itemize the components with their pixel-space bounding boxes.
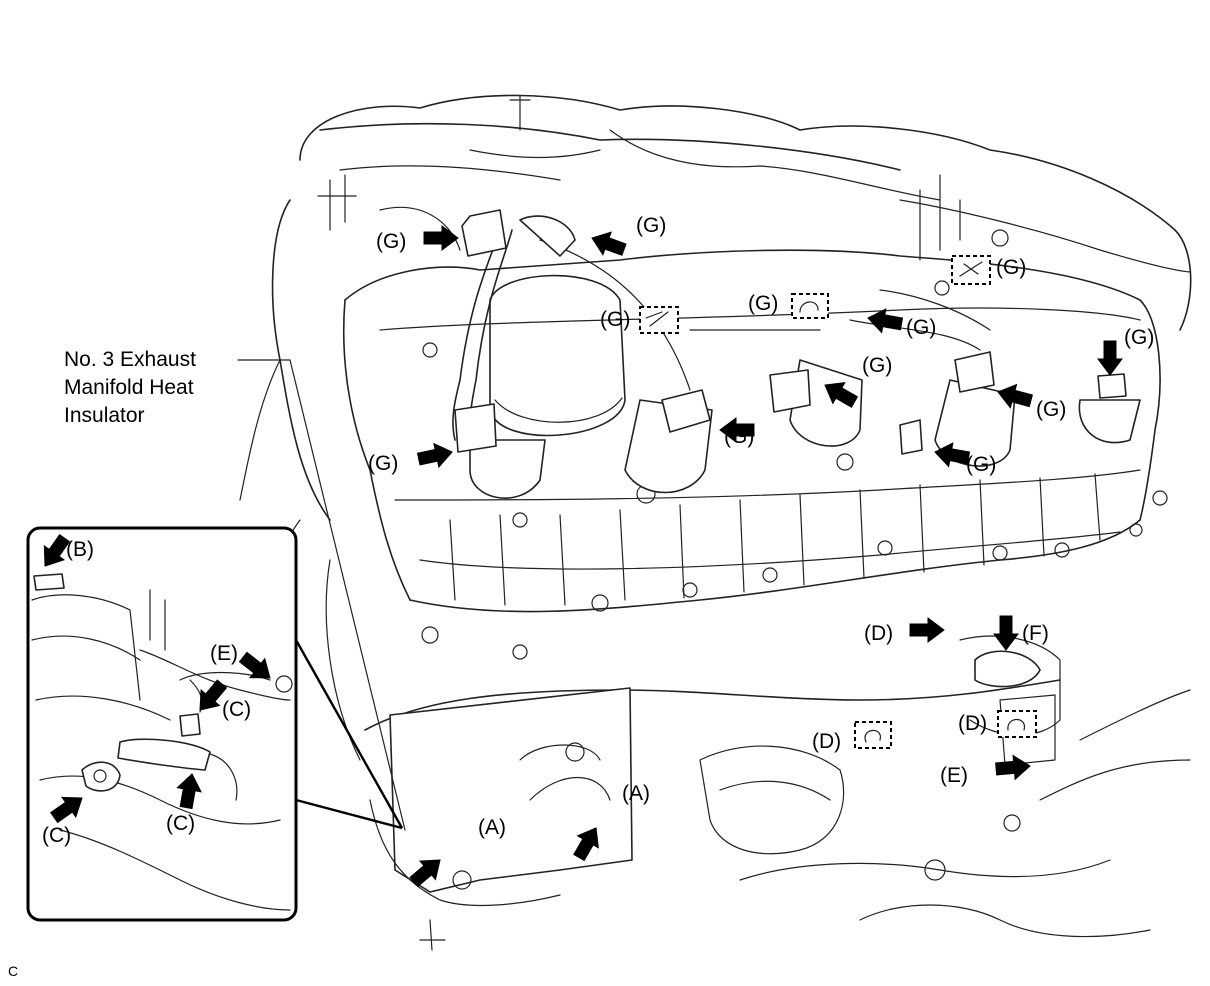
- callout-g-label: (G): [1124, 326, 1154, 349]
- callout-labels: (G) (G) (G) (G) (G) (G) (G) (G) (G) (G) …: [42, 214, 1154, 847]
- callout-g-label: (G): [966, 453, 996, 476]
- callout-g-label: (G): [906, 316, 936, 339]
- callout-d-label: (D): [958, 712, 987, 735]
- callout-g-label: (G): [724, 425, 754, 448]
- callout-c-label: (C): [166, 812, 195, 835]
- dashed-clip-boxes: [639, 255, 1037, 749]
- callout-a-label: (A): [622, 782, 650, 805]
- part-label-line-3: Insulator: [64, 404, 145, 427]
- callout-a-label: (A): [478, 816, 506, 839]
- callout-f-label: (F): [1022, 622, 1049, 645]
- callout-c-label: (C): [222, 698, 251, 721]
- callout-g-label: (G): [748, 292, 778, 315]
- callout-g-label: (G): [996, 256, 1026, 279]
- callout-g-label: (G): [600, 308, 630, 331]
- engine-line-art: [237, 94, 1192, 951]
- callout-g-label: (G): [862, 354, 892, 377]
- callout-g-label: (G): [368, 452, 398, 475]
- part-label-line-2: Manifold Heat: [64, 376, 194, 399]
- callout-g-label: (G): [636, 214, 666, 237]
- callout-d-label: (D): [864, 622, 893, 645]
- callout-g-label: (G): [1036, 398, 1066, 421]
- figure-code: C: [8, 963, 18, 979]
- callout-d-label: (D): [812, 730, 841, 753]
- callout-b-label: (B): [66, 538, 94, 561]
- callout-g-label: (G): [376, 230, 406, 253]
- part-name-caption: No. 3 Exhaust Manifold Heat Insulator: [64, 348, 196, 427]
- part-label-line-1: No. 3 Exhaust: [64, 348, 196, 371]
- callout-c-label: (C): [42, 824, 71, 847]
- callout-e-label: (E): [940, 764, 968, 787]
- callout-e-label: (E): [210, 642, 238, 665]
- inset-detail-panel: [26, 526, 404, 922]
